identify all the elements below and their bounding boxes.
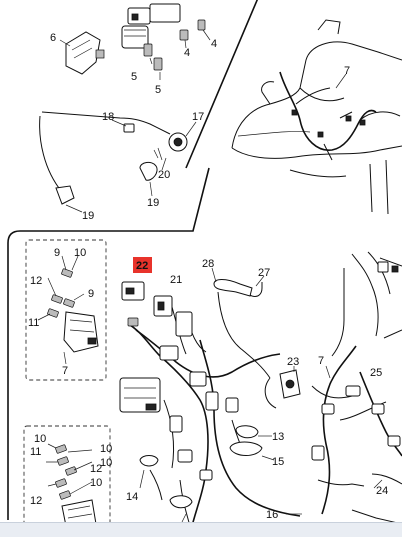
relay-cluster (121, 3, 181, 49)
callout-7: 7 (318, 355, 324, 367)
inset-box-top (25, 239, 107, 381)
callout-10: 10 (100, 443, 112, 455)
callout-7: 7 (344, 65, 350, 77)
callout-4: 4 (184, 47, 190, 59)
callout-10: 10 (90, 477, 102, 489)
callout-5: 5 (131, 71, 137, 83)
callout-9: 9 (88, 288, 94, 300)
callout-21: 21 (170, 274, 182, 286)
callout-14: 14 (126, 491, 138, 503)
part-13-15-clamps (139, 425, 263, 509)
callout-labels: 4 4 5 5 6 7 17 18 19 19 20 9 10 12 9 11 … (28, 32, 388, 521)
callout-12: 12 (30, 275, 42, 287)
callout-22-highlight (133, 257, 152, 273)
ground-lead-17 (41, 111, 171, 135)
callout-17: 17 (192, 111, 204, 123)
part-6-bracket (65, 31, 105, 75)
connector-parts-4-5 (143, 19, 211, 80)
callout-28: 28 (202, 258, 214, 270)
ground-lead-19 (39, 115, 63, 193)
callout-13: 13 (272, 431, 284, 443)
callout-9: 9 (54, 247, 60, 259)
callout-7: 7 (62, 365, 68, 377)
callout-20: 20 (158, 169, 170, 181)
callout-22: 22 (136, 260, 148, 272)
main-frame-left (7, 230, 21, 520)
harness-in-frame (279, 71, 377, 151)
top-separator-line (185, 0, 259, 169)
callout-19: 19 (82, 210, 94, 222)
callout-10: 10 (74, 247, 86, 259)
harness-clips-top (291, 109, 366, 138)
part-23-socket (264, 369, 301, 409)
callout-12: 12 (30, 495, 42, 507)
motorcycle-body-outline (231, 19, 402, 215)
callout-15: 15 (272, 456, 284, 468)
callout-10: 10 (100, 457, 112, 469)
callout-24: 24 (376, 485, 388, 497)
callout-10: 10 (34, 433, 46, 445)
callout-27: 27 (258, 267, 270, 279)
relay-box (119, 377, 161, 413)
part-18-clamp (123, 123, 135, 133)
callout-12: 12 (90, 463, 102, 475)
section-separator-line (20, 167, 210, 232)
part-19-terminal-left (55, 185, 75, 205)
callout-23: 23 (287, 356, 299, 368)
callout-19: 19 (147, 197, 159, 209)
part-27-bracket (215, 281, 263, 297)
right-frame-harness (311, 251, 402, 525)
inset-top-terminals (37, 255, 99, 365)
main-harness-connectors (119, 281, 239, 481)
callout-18: 18 (102, 111, 114, 123)
callout-4: 4 (211, 38, 217, 50)
part-19-terminal-center (139, 161, 158, 181)
callout-11: 11 (30, 446, 41, 458)
callout-11: 11 (28, 317, 39, 329)
bottom-scroll-strip (0, 522, 402, 537)
callout-6: 6 (50, 32, 56, 44)
inset-bottom-terminals (46, 443, 97, 527)
callout-16: 16 (266, 509, 278, 521)
callout-25: 25 (370, 367, 382, 379)
callout-5: 5 (155, 84, 161, 96)
